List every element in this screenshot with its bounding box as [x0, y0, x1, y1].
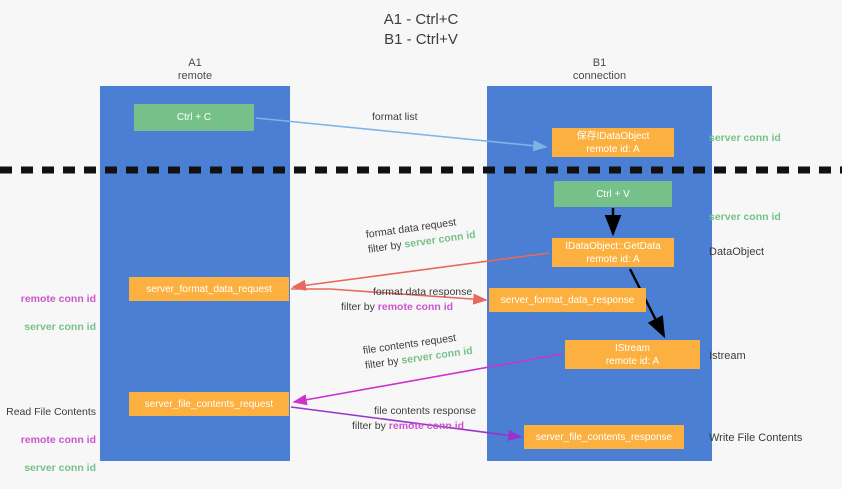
- edge-label-format-list: format list: [372, 111, 418, 123]
- filter-value-remote-conn-id: remote conn id: [377, 301, 454, 313]
- edge-label-file-contents-response-filter: filter by remote conn id: [352, 419, 476, 434]
- arrow-format-data-response: [291, 288, 488, 305]
- arrow-getdata-to-istream: [628, 268, 666, 339]
- phase-divider: [0, 166, 842, 174]
- filter-prefix: filter by: [341, 301, 378, 313]
- arrow-file-contents-response: [290, 406, 523, 441]
- diagram-title: A1 - Ctrl+C B1 - Ctrl+V: [383, 11, 459, 48]
- edge-label-file-contents-response: file contents response filter by remote …: [352, 404, 476, 434]
- edge-label-file-contents-response-text: file contents response: [374, 405, 477, 417]
- label-server-conn-id-2: server conn id: [24, 462, 96, 474]
- label-left-conn-ids-format: remote conn id server conn id: [10, 278, 96, 348]
- edge-label-format-data-response: format data response filter by remote co…: [337, 285, 472, 315]
- box-idataobject-getdata[interactable]: IDataObject::GetData remote id: A: [552, 238, 674, 267]
- box-istream[interactable]: IStream remote id: A: [565, 340, 700, 369]
- label-remote-conn-id-2: remote conn id: [20, 434, 96, 446]
- lane-header-b1: B1 connection: [572, 57, 627, 82]
- filter-prefix: filter by: [364, 354, 403, 372]
- label-left-read-file-contents-group: Read File Contents remote conn id server…: [6, 391, 96, 489]
- edge-label-format-data-response-text: format data response: [373, 286, 473, 298]
- filter-prefix: filter by: [352, 420, 389, 432]
- label-istream: Istream: [709, 350, 746, 362]
- lane-header-a1: A1 remote: [177, 57, 213, 82]
- arrow-format-list: [255, 117, 548, 152]
- label-server-conn-id-mid: server conn id: [709, 211, 781, 223]
- box-server-file-contents-request[interactable]: server_file_contents_request: [129, 392, 289, 416]
- label-dataobject: DataObject: [709, 246, 765, 258]
- arrow-file-contents-request: [292, 353, 563, 406]
- arrow-format-data-request: [291, 252, 550, 291]
- label-write-file-contents: Write File Contents: [709, 432, 803, 444]
- box-ctrl-c[interactable]: Ctrl + C: [134, 104, 254, 131]
- box-ctrl-v[interactable]: Ctrl + V: [554, 181, 672, 207]
- label-read-file-contents: Read File Contents: [6, 406, 96, 418]
- box-server-format-data-request[interactable]: server_format_data_request: [129, 277, 289, 301]
- label-remote-conn-id-1: remote conn id: [20, 293, 96, 305]
- label-server-conn-id-top: server conn id: [709, 132, 781, 144]
- filter-prefix: filter by: [367, 238, 406, 256]
- edge-label-format-data-response-filter: filter by remote conn id: [337, 300, 472, 315]
- label-server-conn-id-1: server conn id: [24, 321, 96, 333]
- filter-value-remote-conn-id: remote conn id: [388, 420, 465, 432]
- box-server-format-data-response[interactable]: server_format_data_response: [489, 288, 646, 312]
- box-server-file-contents-response[interactable]: server_file_contents_response: [524, 425, 684, 449]
- box-idataobject[interactable]: 保存IDataObject remote id: A: [552, 128, 674, 157]
